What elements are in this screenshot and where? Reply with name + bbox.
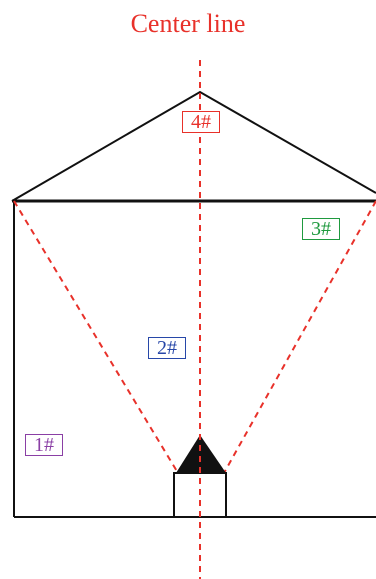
sight-line-left <box>13 200 179 474</box>
sight-line-right <box>223 200 376 474</box>
machine-head <box>176 435 226 473</box>
zone-1-label: 1# <box>25 434 63 456</box>
zone-2-label: 2# <box>148 337 186 359</box>
roof-outline <box>11 90 376 202</box>
zone-4-label: 4# <box>182 111 220 133</box>
zone-3-label: 3# <box>302 218 340 240</box>
center-line-title: Center line <box>130 9 246 38</box>
